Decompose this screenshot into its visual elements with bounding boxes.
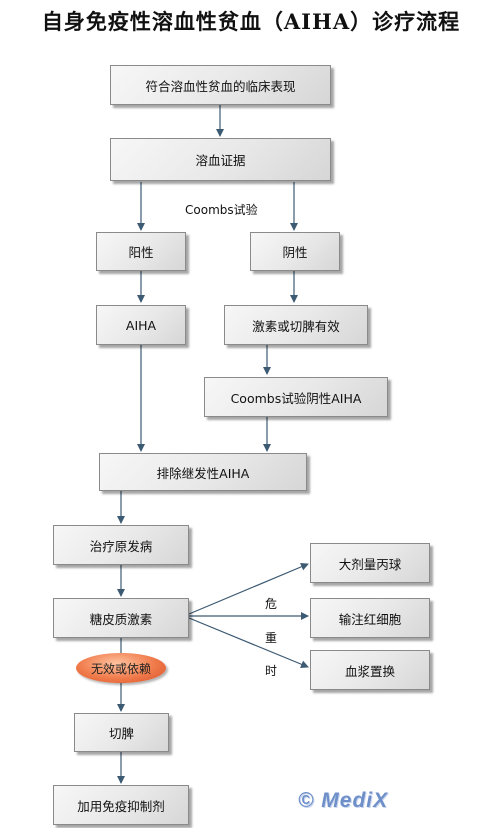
node-steroid-or-splenectomy-effective: 激素或切脾有效 [224,305,368,345]
arrow-glucocorticoid-to-ivig [188,563,309,615]
node-ineffective-or-dependent: 无效或依赖 [76,653,166,683]
node-splenectomy: 切脾 [74,713,169,752]
node-coombs-negative-aiha: Coombs试验阴性AIHA [204,377,388,417]
node-aiha: AIHA [96,305,186,345]
label-critical-3: 时 [265,664,278,678]
node-add-immunosuppressant: 加用免疫抑制剂 [53,785,189,825]
node-clinical-presentation: 符合溶血性贫血的临床表现 [110,65,331,105]
label-critical-2: 重 [265,631,278,645]
page-title: 自身免疫性溶血性贫血（AIHA）诊疗流程 [41,9,461,34]
node-rbc-transfusion: 输注红细胞 [310,598,430,638]
node-glucocorticoid: 糖皮质激素 [53,598,189,638]
label-critical-1: 危 [265,597,278,611]
medix-watermark-logo: © MediX [298,789,389,812]
node-plasma-exchange: 血浆置换 [310,650,430,690]
label-coombs-test: Coombs试验 [185,203,258,217]
node-hemolysis-evidence: 溶血证据 [110,138,331,181]
node-positive: 阳性 [96,232,186,271]
arrow-glucocorticoid-to-plasma [188,617,309,669]
node-treat-primary-disease: 治疗原发病 [53,525,189,565]
node-negative: 阴性 [250,232,340,271]
node-high-dose-ivig: 大剂量丙球 [310,543,430,583]
node-exclude-secondary-aiha: 排除继发性AIHA [99,453,307,491]
